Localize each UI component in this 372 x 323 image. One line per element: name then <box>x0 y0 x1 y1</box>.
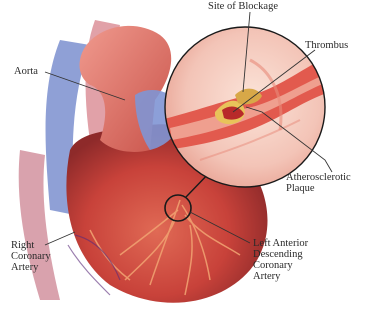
label-thrombus: Thrombus <box>305 40 348 51</box>
label-rca-line-1: Right <box>11 240 51 251</box>
label-lad-line-4: Artery <box>253 271 308 282</box>
label-site-of-blockage: Site of Blockage <box>208 1 278 12</box>
label-plaque-line-1: Atherosclerotic <box>286 172 351 183</box>
label-atherosclerotic-plaque: Atherosclerotic Plaque <box>286 172 351 194</box>
label-lad-line-2: Descending <box>253 249 308 260</box>
label-left-anterior-descending: Left Anterior Descending Coronary Artery <box>253 238 308 282</box>
label-plaque-line-2: Plaque <box>286 183 351 194</box>
label-aorta: Aorta <box>14 66 38 77</box>
label-rca-line-2: Coronary <box>11 251 51 262</box>
label-lad-line-1: Left Anterior <box>253 238 308 249</box>
label-lad-line-3: Coronary <box>253 260 308 271</box>
label-right-coronary-artery: Right Coronary Artery <box>11 240 51 273</box>
label-rca-line-3: Artery <box>11 262 51 273</box>
